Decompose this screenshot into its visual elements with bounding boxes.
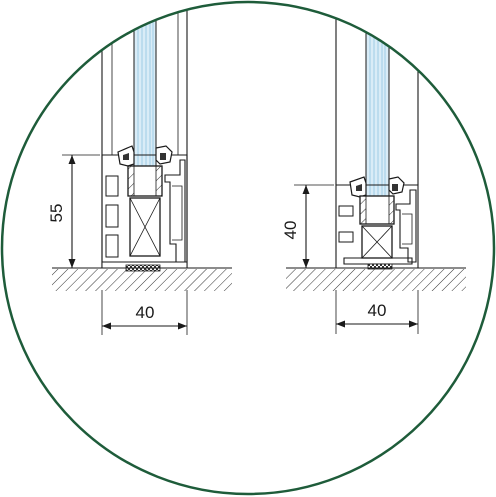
left-glass-pane: [133, 2, 157, 196]
right-chamber-1: [338, 205, 354, 217]
right-gasket-right: [392, 184, 398, 191]
left-width-dimension: 40: [101, 290, 188, 335]
right-profile: [335, 176, 419, 270]
left-floor: [52, 267, 232, 291]
right-floor: [286, 267, 466, 291]
left-chamber-2: [105, 204, 119, 228]
right-floor-hatch: [286, 269, 466, 291]
right-width-dimension: 40: [335, 290, 419, 334]
left-gasket-right: [160, 153, 166, 160]
right-section-detail: 40 40: [281, 2, 466, 334]
right-gasket-left: [356, 184, 362, 191]
left-chamber-1: [105, 175, 119, 197]
left-section-detail: 55 40: [47, 2, 232, 335]
left-width-label: 40: [136, 303, 155, 322]
right-chamber-2: [338, 231, 354, 243]
right-height-label: 40: [281, 221, 300, 240]
left-profile: [101, 145, 188, 272]
right-height-dimension: 40: [281, 184, 334, 268]
right-bottom-base: [343, 257, 413, 265]
right-width-label: 40: [368, 301, 387, 320]
right-hook-profile: [395, 189, 417, 263]
left-height-label: 55: [47, 204, 66, 223]
left-floor-hatch: [52, 269, 232, 291]
left-gasket-left: [123, 153, 129, 160]
left-chamber-3: [105, 234, 119, 258]
clipped-content: 55 40: [47, 2, 466, 335]
left-height-dimension: 55: [47, 154, 100, 268]
